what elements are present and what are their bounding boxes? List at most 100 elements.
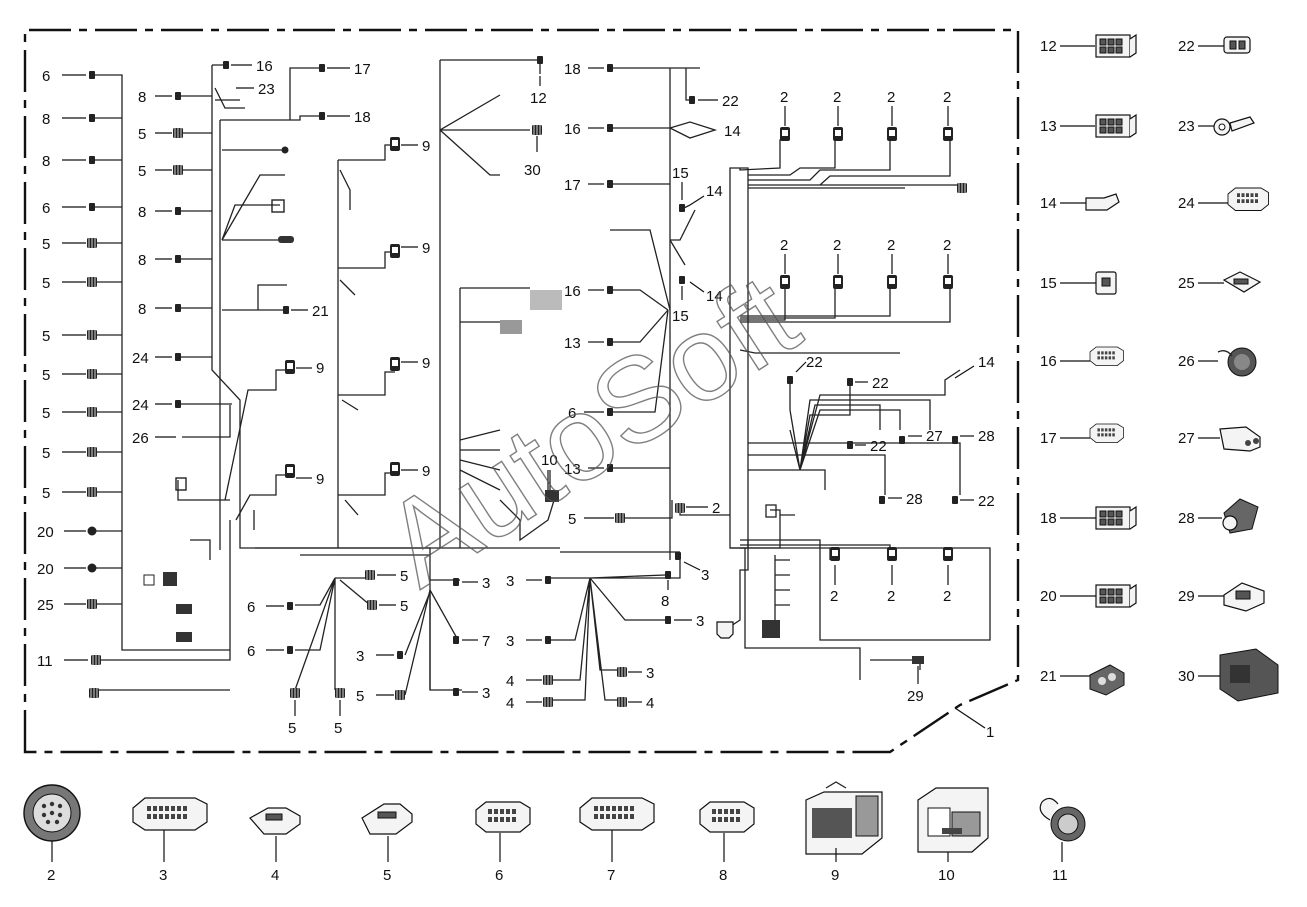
part-10: 10 — [917, 787, 989, 884]
svg-text:14: 14 — [978, 354, 995, 371]
svg-text:5: 5 — [138, 126, 146, 143]
svg-text:25: 25 — [1178, 275, 1195, 292]
svg-text:20: 20 — [1040, 588, 1057, 605]
svg-text:5: 5 — [42, 236, 50, 253]
svg-text:24: 24 — [132, 397, 149, 414]
svg-text:14: 14 — [1040, 195, 1057, 212]
callout: 8 — [42, 111, 86, 128]
part-12: 12 — [1040, 34, 1137, 58]
svg-text:9: 9 — [422, 463, 430, 480]
svg-text:2: 2 — [887, 237, 895, 254]
svg-text:7: 7 — [482, 633, 490, 650]
svg-text:3: 3 — [506, 573, 514, 590]
svg-text:15: 15 — [672, 308, 689, 325]
connector-20pin-icon — [579, 797, 655, 831]
svg-text:15: 15 — [672, 165, 689, 182]
svg-text:16: 16 — [564, 121, 581, 138]
callout: 3 — [462, 575, 490, 592]
part-20: 20 — [1040, 584, 1137, 608]
part-4: 4 — [249, 807, 301, 884]
callout: 26 — [132, 430, 176, 447]
callout: 2 — [780, 89, 788, 126]
svg-text:9: 9 — [422, 355, 430, 372]
callout: 3 — [462, 685, 490, 702]
svg-text:13: 13 — [1040, 118, 1057, 135]
svg-text:21: 21 — [312, 303, 329, 320]
callout: 3 — [674, 613, 704, 630]
part-17: 17 — [1040, 423, 1124, 447]
svg-text:4: 4 — [271, 867, 279, 884]
connector-8pin-icon — [1089, 346, 1124, 366]
callout: 21 — [291, 303, 329, 320]
callout: 20 — [37, 524, 86, 541]
svg-text:AutoSoft: AutoSoft — [361, 249, 820, 612]
callout: 24 — [132, 397, 172, 414]
svg-text:8: 8 — [42, 111, 50, 128]
connector-4pin-icon — [1095, 584, 1137, 608]
callout: 5 — [379, 598, 408, 615]
callout: 5 — [42, 405, 86, 422]
connector-12pin-icon — [699, 801, 755, 833]
svg-text:16: 16 — [564, 283, 581, 300]
connector-4pin-icon — [1095, 34, 1137, 58]
svg-text:5: 5 — [42, 405, 50, 422]
part-6: 6 — [475, 801, 531, 884]
part-26: 26 — [1178, 347, 1257, 377]
callout: 4 — [506, 673, 542, 690]
callout: 15 — [672, 165, 689, 200]
callout: 9 — [401, 355, 430, 372]
svg-text:28: 28 — [978, 428, 995, 445]
callout: 5 — [288, 700, 296, 737]
callout: 22 — [960, 493, 995, 510]
callout: 14 — [954, 354, 995, 379]
svg-text:27: 27 — [1178, 430, 1195, 447]
svg-text:10: 10 — [938, 867, 955, 884]
callout: 5 — [42, 367, 86, 384]
svg-text:5: 5 — [288, 720, 296, 737]
svg-text:5: 5 — [356, 688, 364, 705]
sealed-connector-3pin-icon — [1089, 664, 1125, 696]
svg-text:5: 5 — [400, 568, 408, 585]
svg-text:5: 5 — [42, 445, 50, 462]
svg-text:21: 21 — [1040, 668, 1057, 685]
callout: 15 — [672, 286, 689, 325]
callout: 3 — [683, 561, 709, 584]
callout: 2 — [943, 565, 951, 605]
callout: 6 — [568, 405, 604, 422]
svg-text:15: 15 — [1040, 275, 1057, 292]
svg-text:3: 3 — [159, 867, 167, 884]
svg-text:9: 9 — [422, 240, 430, 257]
svg-text:8: 8 — [719, 867, 727, 884]
svg-text:5: 5 — [400, 598, 408, 615]
part-23: 23 — [1178, 116, 1255, 136]
callout: 2 — [943, 237, 951, 274]
svg-text:29: 29 — [907, 688, 924, 705]
svg-text:9: 9 — [316, 471, 324, 488]
callout: 11 — [37, 653, 88, 670]
callout: 29 — [907, 666, 924, 705]
connector-2pin-icon — [1223, 36, 1251, 54]
svg-text:2: 2 — [712, 500, 720, 517]
round-sensor-icon — [1217, 347, 1257, 377]
svg-text:9: 9 — [831, 867, 839, 884]
svg-text:3: 3 — [356, 648, 364, 665]
svg-text:26: 26 — [1178, 353, 1195, 370]
svg-text:17: 17 — [1040, 430, 1057, 447]
svg-text:9: 9 — [422, 138, 430, 155]
part-24: 24 — [1178, 187, 1269, 212]
svg-text:24: 24 — [1178, 195, 1195, 212]
svg-text:20: 20 — [37, 561, 54, 578]
part-15: 15 — [1040, 271, 1117, 295]
callout: 5 — [42, 445, 86, 462]
svg-text:3: 3 — [646, 665, 654, 682]
svg-text:20: 20 — [37, 524, 54, 541]
svg-text:30: 30 — [524, 162, 541, 179]
callout: 8 — [138, 204, 172, 221]
svg-text:8: 8 — [661, 593, 669, 610]
callout: 5 — [42, 328, 86, 345]
callout: 9 — [401, 240, 430, 257]
callout: 22 — [698, 93, 739, 110]
callout: 14 — [724, 123, 741, 140]
part-22: 22 — [1178, 36, 1251, 55]
svg-text:6: 6 — [42, 68, 50, 85]
